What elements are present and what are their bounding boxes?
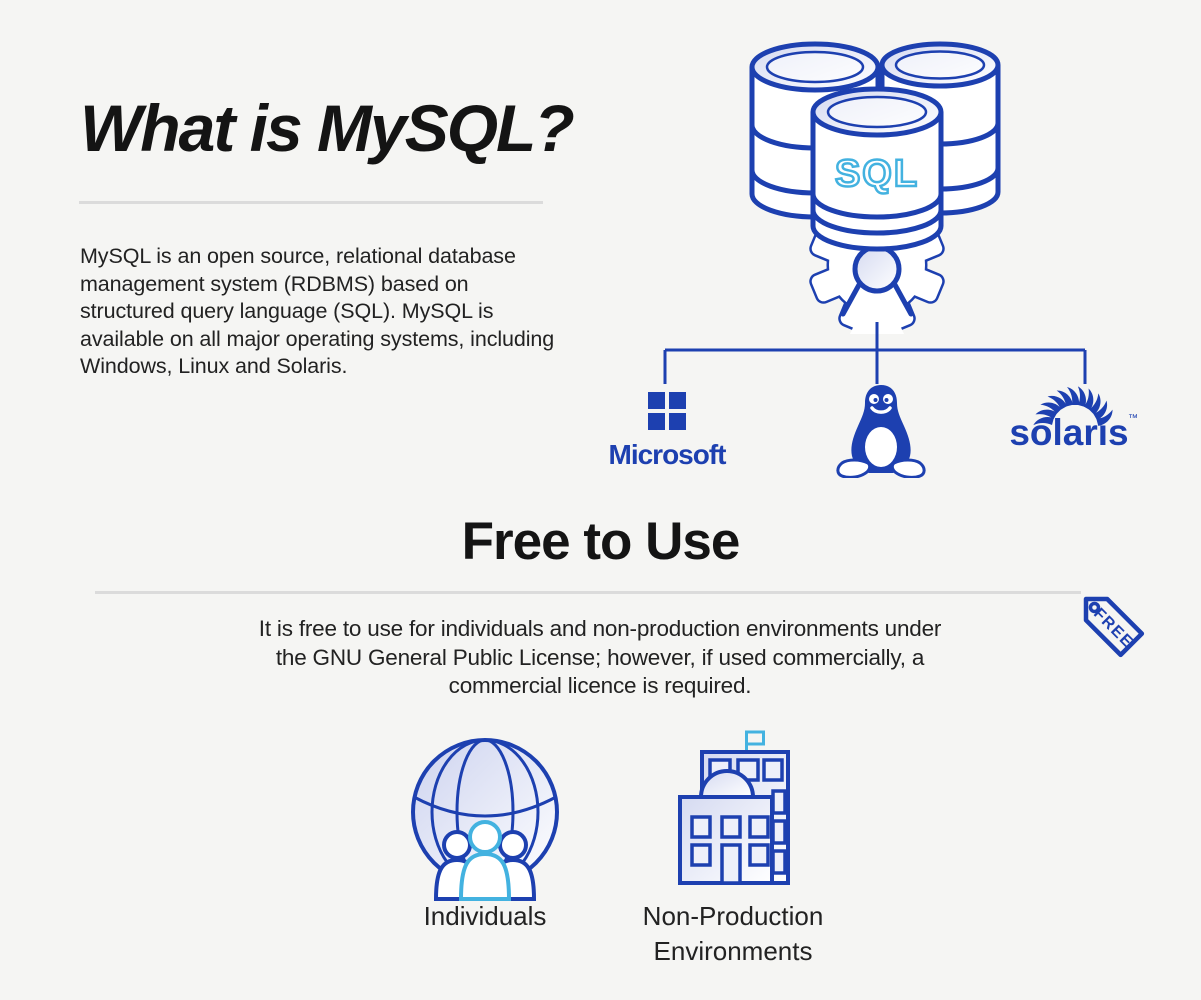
- solaris-sun-icon: [1033, 386, 1113, 426]
- page-title: What is MySQL?: [80, 91, 575, 165]
- mysql-description: MySQL is an open source, relational data…: [80, 244, 555, 379]
- title-divider: [79, 201, 543, 204]
- buildings-icon: [678, 730, 790, 885]
- solaris-wordmark: solaris: [1009, 412, 1128, 453]
- connector-lines: [663, 322, 1087, 384]
- ms-square: [669, 413, 686, 430]
- database-cluster-icon: SQL: [749, 41, 1001, 336]
- sql-label: SQL: [835, 153, 919, 195]
- individuals-label: Individuals: [423, 901, 547, 931]
- non-production-label: Non-Production Environments: [642, 901, 824, 966]
- linux-tux-icon: [836, 385, 926, 478]
- microsoft-logo-icon: [648, 392, 686, 430]
- database-front-icon: SQL: [810, 86, 944, 252]
- platform-microsoft: Microsoft: [599, 392, 735, 471]
- free-description: It is free to use for individuals and no…: [258, 616, 942, 698]
- free-divider: [95, 591, 1081, 594]
- ms-square: [648, 392, 665, 409]
- microsoft-wordmark: Microsoft: [608, 439, 727, 470]
- ms-square: [648, 413, 665, 430]
- solaris-logo: solaris ™: [1009, 386, 1138, 453]
- flag-icon: [745, 730, 765, 753]
- solaris-trademark: ™: [1128, 413, 1138, 424]
- price-tag-icon: FREE: [1083, 596, 1145, 658]
- person-center-icon: [458, 820, 512, 901]
- free-to-use-title: Free to Use: [461, 512, 741, 571]
- ms-square: [669, 392, 686, 409]
- globe-people-icon: [411, 738, 559, 901]
